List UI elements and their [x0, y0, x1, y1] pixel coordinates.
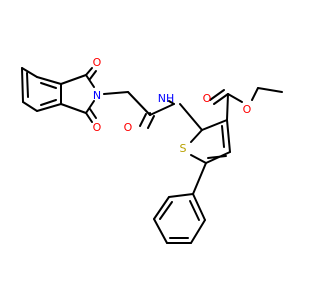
bond: [85, 112, 93, 123]
bond: [85, 74, 95, 88]
bond: [139, 113, 147, 127]
bond: [226, 119, 231, 153]
bond: [209, 89, 225, 101]
bond: [168, 100, 175, 105]
ester-carbonyl-oxygen-label: O: [203, 92, 212, 105]
bond: [40, 99, 57, 106]
bond: [36, 103, 62, 112]
bond: [213, 93, 229, 105]
bond: [147, 115, 155, 129]
bond: [192, 162, 207, 195]
bond: [40, 82, 57, 89]
sulfur-label: S: [180, 142, 187, 155]
bond: [192, 193, 206, 221]
amide-nh-label: NH: [158, 92, 175, 105]
bond: [26, 72, 29, 98]
nitrogen-ring-label: N: [93, 89, 101, 102]
bond: [21, 67, 24, 103]
bond: [85, 100, 95, 114]
ester-ether-oxygen-label: O: [243, 103, 252, 116]
bond: [168, 193, 194, 198]
bond: [190, 219, 206, 244]
bond: [153, 218, 168, 244]
bond: [190, 154, 207, 164]
bond: [190, 129, 203, 143]
bonds: [21, 67, 283, 244]
bond: [89, 70, 97, 80]
bond: [226, 93, 229, 121]
bond: [201, 119, 228, 131]
oxygen-bottom-label: O: [93, 121, 102, 134]
bond: [22, 101, 38, 112]
bond: [36, 76, 62, 85]
bond: [179, 103, 203, 131]
bond: [127, 91, 151, 116]
amide-oxygen-label: O: [124, 121, 133, 134]
bond: [153, 196, 170, 220]
bond: [207, 155, 227, 159]
molecule-diagram: O N O NH O O O S: [21, 56, 283, 244]
bond: [21, 67, 38, 78]
bond: [60, 74, 87, 85]
bond: [149, 103, 175, 116]
bond: [221, 125, 225, 148]
atom-labels: O N O NH O O O S: [93, 56, 252, 155]
bond: [159, 201, 173, 220]
structure-canvas: O N O NH O O O S: [21, 56, 283, 244]
bond: [257, 87, 283, 93]
bond: [227, 93, 243, 103]
oxygen-top-label: O: [93, 56, 102, 69]
bond: [103, 91, 129, 95]
bond: [85, 67, 93, 76]
bond: [89, 108, 97, 119]
bond: [189, 200, 200, 221]
bond: [60, 103, 87, 114]
bond: [251, 87, 259, 101]
